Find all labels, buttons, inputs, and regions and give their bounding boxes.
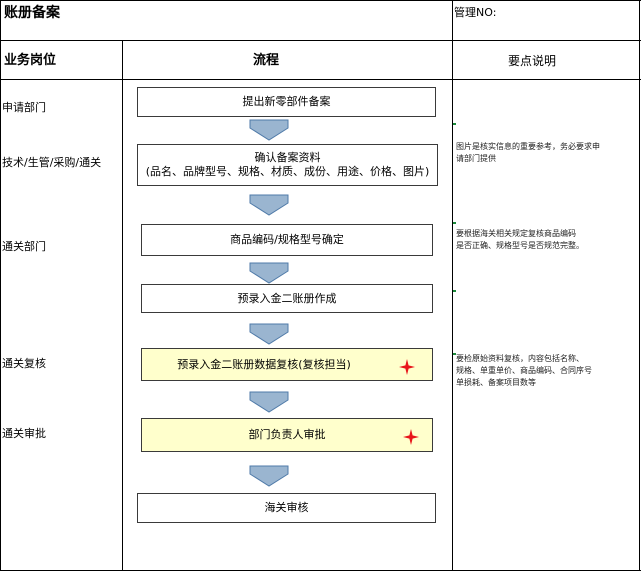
- cell-marker: [453, 222, 456, 224]
- border-header: [0, 40, 641, 41]
- red-star-icon: [403, 429, 419, 445]
- flow-step-data-review: 预录入金二账册数据复核(复核担当): [141, 348, 433, 381]
- cell-marker: [453, 123, 456, 125]
- flow-step-manager-approval: 部门负责人审批: [141, 418, 433, 452]
- down-arrow-icon: [249, 465, 289, 487]
- down-arrow-icon: [249, 323, 289, 345]
- role-tech-production: 技术/生管/采购/通关: [2, 156, 102, 169]
- management-number-label: 管理NO:: [454, 6, 497, 19]
- role-customs-review: 通关复核: [2, 357, 46, 370]
- cell-marker: [453, 353, 456, 355]
- note-picture-requirement: 图片是核实信息的重要参考，务必要求申 请部门提供: [456, 142, 600, 163]
- flow-step-pre-entry: 预录入金二账册作成: [141, 284, 433, 313]
- flow-step-hs-code: 商品编码/规格型号确定: [141, 224, 433, 256]
- note-data-review: 要检原始资料复核，内容包括名称、 规格、单重单价、商品编码、合同序号 单损耗、备…: [456, 354, 592, 387]
- flow-step-submit: 提出新零部件备案: [137, 87, 436, 117]
- column-header-flow: 流程: [253, 53, 280, 68]
- border-bottom: [0, 570, 641, 571]
- down-arrow-icon: [249, 119, 289, 141]
- border-colheader: [0, 79, 641, 80]
- flow-step-confirm-docs: 确认备案资料 (品名、品牌型号、规格、材质、成份、用途、价格、图片): [137, 144, 438, 186]
- divider-position: [122, 40, 123, 571]
- down-arrow-icon: [249, 194, 289, 216]
- flow-step-customs-audit: 海关审核: [137, 493, 436, 523]
- form-title: 账册备案: [4, 5, 60, 21]
- red-star-icon: [399, 359, 415, 375]
- note-hs-code-review: 要根据海关相关规定复核商品编码 是否正确、规格型号是否规范完整。: [456, 229, 584, 250]
- border-left: [0, 0, 1, 571]
- role-applicant: 申请部门: [2, 101, 46, 114]
- column-header-position: 业务岗位: [4, 53, 57, 68]
- border-top: [0, 0, 641, 1]
- border-right: [639, 0, 640, 571]
- down-arrow-icon: [249, 262, 289, 284]
- down-arrow-icon: [249, 391, 289, 413]
- divider-notes: [452, 0, 453, 571]
- cell-marker: [453, 290, 456, 292]
- role-customs-dept: 通关部门: [2, 240, 46, 253]
- role-customs-approval: 通关审批: [2, 427, 46, 440]
- column-header-notes: 要点说明: [508, 54, 557, 68]
